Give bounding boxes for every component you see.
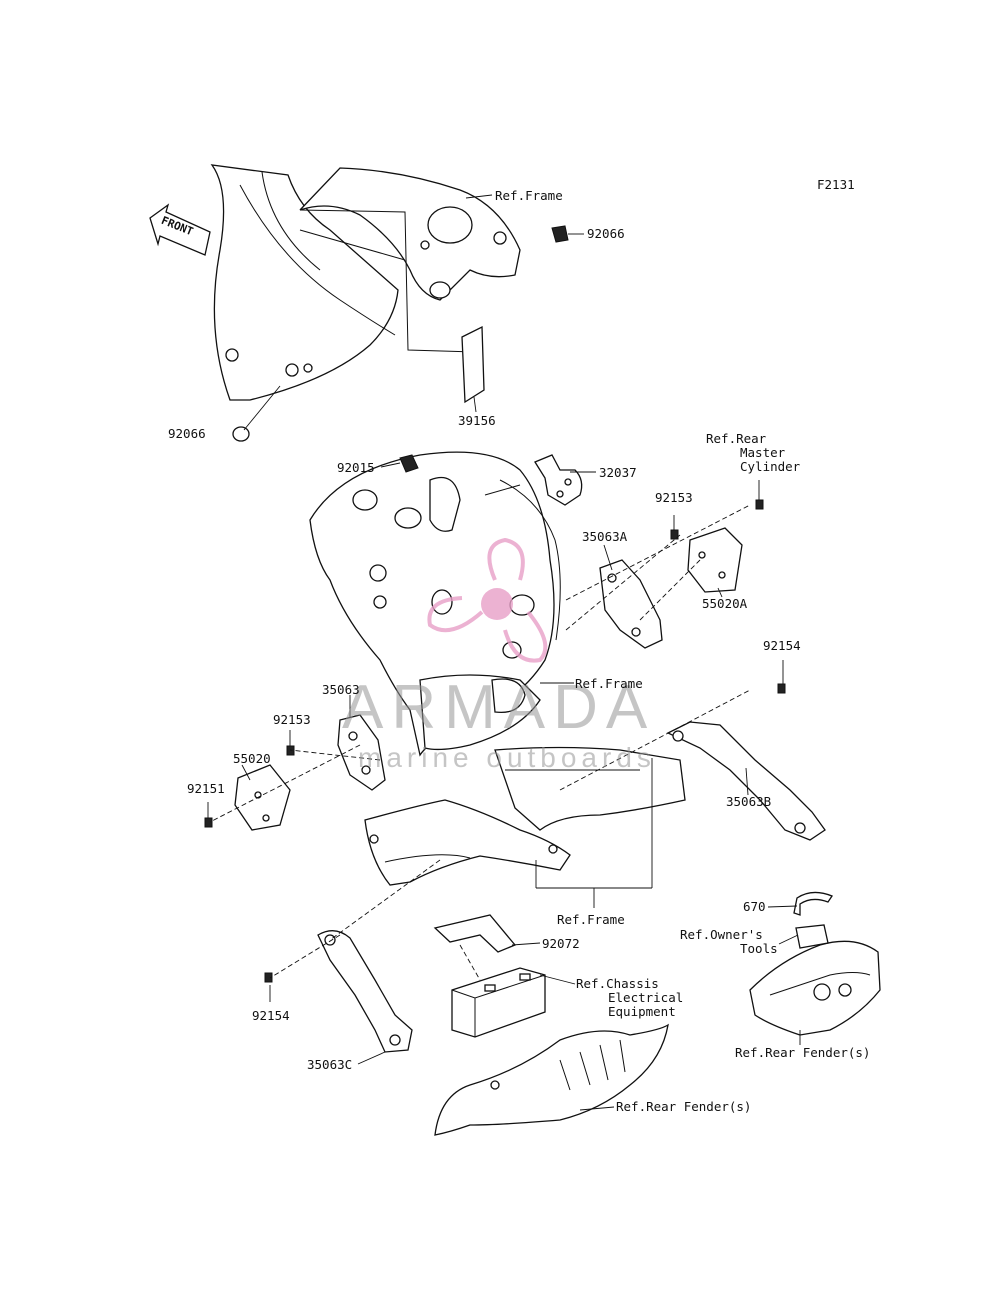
part-92066-top-grommet: [551, 225, 569, 243]
ref-rear-master-line3: Cylinder: [740, 459, 801, 474]
part-92072-battery-strap: [433, 914, 517, 953]
battery: [451, 967, 546, 1038]
front-frame-section: [210, 164, 521, 401]
watermark-tagline: marine outboards: [358, 742, 656, 773]
part-92066-left-cap: [232, 426, 250, 442]
rear-fender-right: [749, 940, 881, 1036]
part-92153-left-label: 92153: [273, 712, 311, 727]
ref-rear-master-line2: Master: [740, 445, 786, 460]
ref-frame-top-label: Ref.Frame: [495, 188, 563, 203]
part-55020A-heel-guard: [687, 527, 743, 593]
part-92072-label: 92072: [542, 936, 580, 951]
ref-frame-mid-label: Ref.Frame: [575, 676, 643, 691]
ref-owners-tools-line2: Tools: [740, 941, 778, 956]
part-35063A-footpeg-bracket: [599, 559, 663, 649]
part-92154-left-bolt: [264, 972, 273, 983]
part-35063C-label: 35063C: [307, 1057, 353, 1072]
ref-owners-tools-label: Ref.Owner's Tools: [680, 928, 778, 956]
ref-rear-fender-bottom-label: Ref.Rear Fender(s): [616, 1099, 752, 1114]
part-55020A-label: 55020A: [702, 596, 748, 611]
ref-rear-master-cylinder-label: Ref.Rear Master Cylinder: [706, 432, 816, 474]
part-55020-heel-guard: [234, 764, 291, 831]
part-92151-bolt: [204, 817, 213, 828]
armada-logo-icon: [427, 537, 548, 663]
part-32037-label: 32037: [599, 465, 637, 480]
ref-chassis-electrical-label: Ref.Chassis Electrical Equipment: [576, 977, 683, 1019]
part-35063-footpeg-bracket: [337, 714, 386, 791]
ref-owners-tools-line1: Ref.Owner's: [680, 927, 763, 942]
part-670-strap: [793, 891, 833, 916]
part-ref-rear-master-bolt: [755, 499, 764, 510]
part-35063B-label: 35063B: [726, 794, 772, 809]
part-92154-right-label: 92154: [763, 638, 801, 653]
part-92153-right-bolt: [670, 529, 679, 540]
ref-chassis-line1: Ref.Chassis: [576, 976, 659, 991]
part-55020-label: 55020: [233, 751, 271, 766]
part-92153-right-label: 92153: [655, 490, 693, 505]
ref-chassis-line2: Electrical: [608, 990, 684, 1005]
watermark-brand: ARMADA: [342, 673, 656, 742]
part-35063-label: 35063: [322, 682, 360, 697]
leader-lines: [207, 194, 801, 1111]
ref-rear-master-line1: Ref.Rear: [706, 431, 767, 446]
assembly-lines: [209, 504, 751, 981]
rear-fender-bottom: [434, 1023, 669, 1136]
part-32037-bracket: [534, 454, 583, 506]
part-670-label: 670: [743, 899, 766, 914]
part-39156-label: 39156: [458, 413, 496, 428]
ref-rear-fender-right-label: Ref.Rear Fender(s): [735, 1045, 871, 1060]
part-35063C-rear-bracket: [317, 930, 413, 1053]
diagram-code: F2131: [817, 177, 855, 192]
part-39156-plate: [461, 325, 485, 404]
part-92015-label: 92015: [337, 460, 375, 475]
part-92154-left-label: 92154: [252, 1008, 290, 1023]
front-arrow-icon: FRONT: [149, 203, 211, 256]
part-35063A-label: 35063A: [582, 529, 628, 544]
main-frame-section: [309, 451, 561, 757]
part-92066-top-label: 92066: [587, 226, 625, 241]
part-92154-right-bolt: [777, 683, 786, 694]
owners-tools-pouch: [795, 924, 829, 949]
ref-chassis-line3: Equipment: [608, 1004, 676, 1019]
part-35063B-rear-bracket: [666, 721, 826, 841]
ref-frame-bottom-label: Ref.Frame: [557, 912, 625, 927]
part-92066-left-label: 92066: [168, 426, 206, 441]
part-92015-nut: [399, 454, 419, 473]
rear-subframe-rails: [364, 746, 686, 886]
part-92151-label: 92151: [187, 781, 225, 796]
